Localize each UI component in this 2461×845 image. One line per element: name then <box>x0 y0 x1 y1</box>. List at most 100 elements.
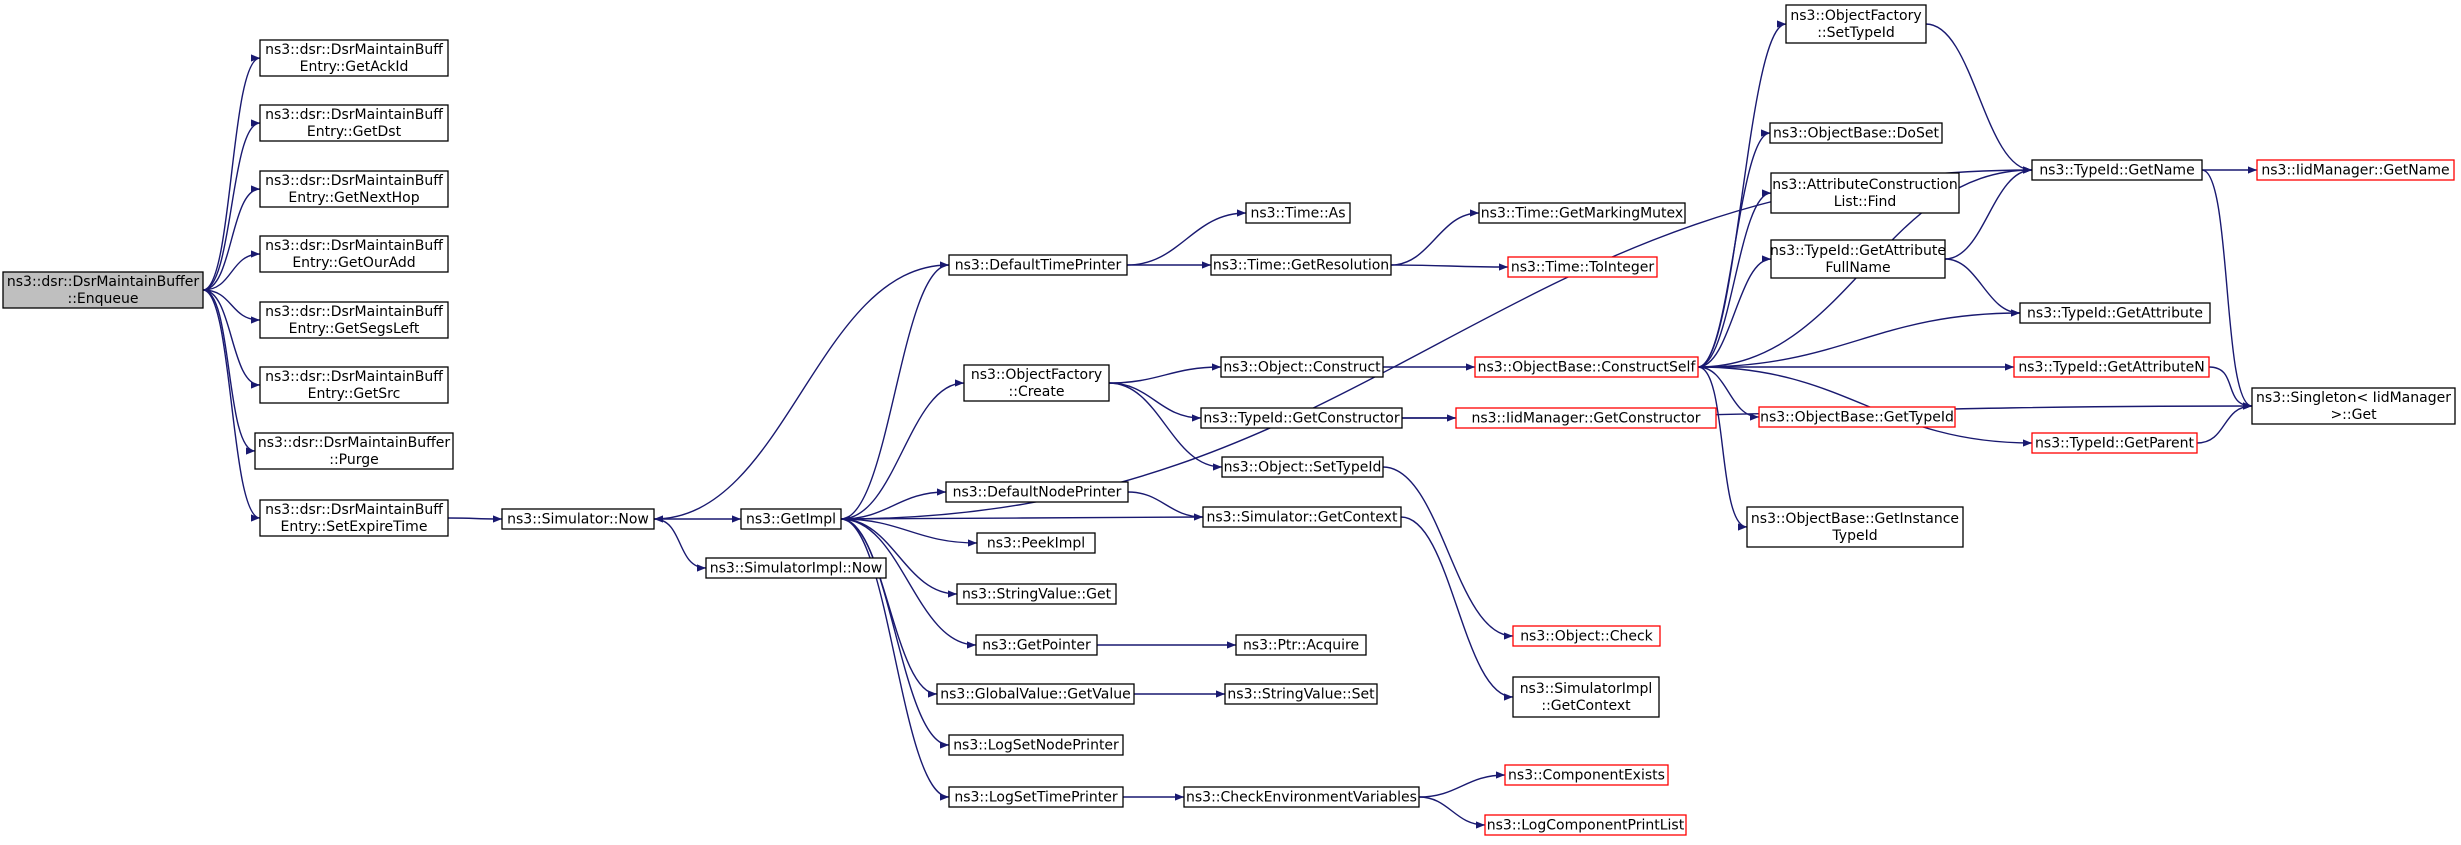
node-defaultnodeprinter[interactable]: ns3::DefaultNodePrinter <box>945 481 1129 503</box>
node-timegetmarkingmutex[interactable]: ns3::Time::GetMarkingMutex <box>1478 202 1686 224</box>
node-checkenvvars[interactable]: ns3::CheckEnvironmentVariables <box>1183 786 1420 808</box>
node-globalvaluegetvalue[interactable]: ns3::GlobalValue::GetValue <box>936 683 1135 705</box>
node-componentexists[interactable]: ns3::ComponentExists <box>1504 764 1669 786</box>
node-box <box>1769 122 1943 144</box>
node-box <box>1455 407 1717 429</box>
node-getpointer[interactable]: ns3::GetPointer <box>975 634 1098 656</box>
node-objectsettypeid[interactable]: ns3::Object::SetTypeId <box>1221 456 1384 478</box>
node-objectcheck[interactable]: ns3::Object::Check <box>1512 625 1661 647</box>
node-stringvalueget[interactable]: ns3::StringValue::Get <box>956 583 1117 605</box>
edge-objfactorycreate-to-typeidgetconstructor <box>1108 382 1202 422</box>
node-logsettimeprinter[interactable]: ns3::LogSetTimePrinter <box>948 786 1124 808</box>
nodes-layer: ns3::dsr::DsrMaintainBuffer::Enqueuens3:… <box>2 4 2456 836</box>
node-getsegsleft[interactable]: ns3::dsr::DsrMaintainBuffEntry::GetSegsL… <box>259 301 449 339</box>
node-objfactorycreate[interactable]: ns3::ObjectFactory::Create <box>963 364 1110 402</box>
node-typeidgetname[interactable]: ns3::TypeId::GetName <box>2031 159 2203 181</box>
node-purge[interactable]: ns3::dsr::DsrMaintainBuffer::Purge <box>254 432 454 470</box>
node-box <box>259 104 449 142</box>
node-label: ns3::Ptr::Acquire <box>1243 638 1359 654</box>
node-objfactorysettypeid[interactable]: ns3::ObjectFactory::SetTypeId <box>1785 4 1927 44</box>
node-objectbasegettypeid[interactable]: ns3::ObjectBase::GetTypeId <box>1758 406 1956 428</box>
node-box <box>1770 172 1960 214</box>
node-label: ns3::LogComponentPrintList <box>1487 818 1685 834</box>
node-simimplnow[interactable]: ns3::SimulatorImpl::Now <box>705 557 887 579</box>
node-typeidgetattribute[interactable]: ns3::TypeId::GetAttribute <box>2019 302 2211 324</box>
node-simnow[interactable]: ns3::Simulator::Now <box>501 508 655 530</box>
node-simgetcontext[interactable]: ns3::Simulator::GetContext <box>1202 506 1402 528</box>
node-label: ns3::Time::GetMarkingMutex <box>1481 206 1683 222</box>
node-stringvalueset[interactable]: ns3::StringValue::Set <box>1224 683 1378 705</box>
node-constructself[interactable]: ns3::ObjectBase::ConstructSelf <box>1474 356 1699 378</box>
node-defaulttimeprinter[interactable]: ns3::DefaultTimePrinter <box>948 254 1128 276</box>
node-label: ns3::LogSetTimePrinter <box>954 790 1118 806</box>
node-box <box>1785 4 1927 44</box>
edge-setexpiretime-to-simnow <box>447 515 503 523</box>
node-box <box>259 499 449 537</box>
node-getimpl[interactable]: ns3::GetImpl <box>740 508 842 530</box>
node-label: ns3::AttributeConstruction <box>1772 177 1957 193</box>
edge-root-to-setexpiretime <box>202 289 261 522</box>
node-timegetresolution[interactable]: ns3::Time::GetResolution <box>1210 254 1392 276</box>
node-singletonget[interactable]: ns3::Singleton< IidManager >::Get <box>2251 387 2456 425</box>
node-logsetnodeprinter[interactable]: ns3::LogSetNodePrinter <box>948 734 1124 756</box>
node-logcomponentprintlist[interactable]: ns3::LogComponentPrintList <box>1484 814 1687 836</box>
node-label: ns3::PeekImpl <box>987 536 1085 552</box>
node-box <box>1210 254 1392 276</box>
node-iidgetconstructor[interactable]: ns3::IidManager::GetConstructor <box>1455 407 1717 429</box>
node-box <box>948 734 1124 756</box>
node-label: ns3::SimulatorImpl <box>1520 681 1653 697</box>
node-timeas[interactable]: ns3::Time::As <box>1245 202 1351 224</box>
node-box <box>936 683 1135 705</box>
node-simimplgetcontext[interactable]: ns3::SimulatorImpl::GetContext <box>1512 676 1660 718</box>
node-setexpiretime[interactable]: ns3::dsr::DsrMaintainBuffEntry::SetExpir… <box>259 499 449 537</box>
node-peekimpl[interactable]: ns3::PeekImpl <box>976 532 1096 554</box>
node-label: ::GetContext <box>1541 698 1631 714</box>
node-label: ns3::dsr::DsrMaintainBuff <box>265 304 443 320</box>
node-label: ns3::TypeId::GetAttributeN <box>2018 360 2204 376</box>
node-box <box>501 508 655 530</box>
node-objectconstruct[interactable]: ns3::Object::Construct <box>1220 356 1384 378</box>
node-label: ns3::dsr::DsrMaintainBuffer <box>258 435 450 451</box>
node-root[interactable]: ns3::dsr::DsrMaintainBuffer::Enqueue <box>2 271 204 309</box>
node-label: ns3::TypeId::GetAttribute <box>1770 243 1946 259</box>
edge-simnow-to-simimplnow <box>653 518 707 572</box>
node-typeidgetattributen[interactable]: ns3::TypeId::GetAttributeN <box>2013 356 2210 378</box>
node-box <box>2031 159 2203 181</box>
edge-constructself-to-attrconstructionlistfind <box>1697 189 1772 368</box>
node-ptracquire[interactable]: ns3::Ptr::Acquire <box>1235 634 1367 656</box>
node-getnexthop[interactable]: ns3::dsr::DsrMaintainBuffEntry::GetNextH… <box>259 170 449 208</box>
node-label: ns3::StringValue::Set <box>1227 687 1375 703</box>
node-iidgetname[interactable]: ns3::IidManager::GetName <box>2256 159 2455 181</box>
edge-objfactorycreate-to-objectsettypeid <box>1108 382 1223 471</box>
node-label: ns3::DefaultTimePrinter <box>955 258 1122 274</box>
node-box <box>963 364 1110 402</box>
node-typeidgetconstructor[interactable]: ns3::TypeId::GetConstructor <box>1200 407 1403 429</box>
node-label: ns3::GetPointer <box>982 638 1091 654</box>
node-box <box>705 557 887 579</box>
node-label: Entry::GetAckId <box>300 59 409 75</box>
node-box <box>254 432 454 470</box>
node-objectbasedoset[interactable]: ns3::ObjectBase::DoSet <box>1769 122 1943 144</box>
edge-typeidgetname-to-singletonget <box>2201 169 2253 410</box>
node-label: ns3::Simulator::GetContext <box>1206 510 1398 526</box>
node-label: ns3::LogSetNodePrinter <box>953 738 1119 754</box>
node-timetointeger[interactable]: ns3::Time::ToInteger <box>1507 256 1658 278</box>
edge-constructself-to-objectbasegettypeid <box>1697 366 1760 421</box>
edge-root-to-getsrc <box>202 289 261 389</box>
node-box <box>259 39 449 77</box>
node-label: ns3::ComponentExists <box>1508 768 1665 784</box>
edge-checkenvvars-to-logcomponentprintlist <box>1418 796 1486 829</box>
node-label: Entry::GetSrc <box>308 386 401 402</box>
node-getouradd[interactable]: ns3::dsr::DsrMaintainBuffEntry::GetOurAd… <box>259 235 449 273</box>
node-label: ns3::Simulator::Now <box>507 512 649 528</box>
node-typeidgetparent[interactable]: ns3::TypeId::GetParent <box>2031 432 2198 454</box>
edge-timegetresolution-to-timegetmarkingmutex <box>1390 209 1480 266</box>
node-box <box>1512 625 1661 647</box>
